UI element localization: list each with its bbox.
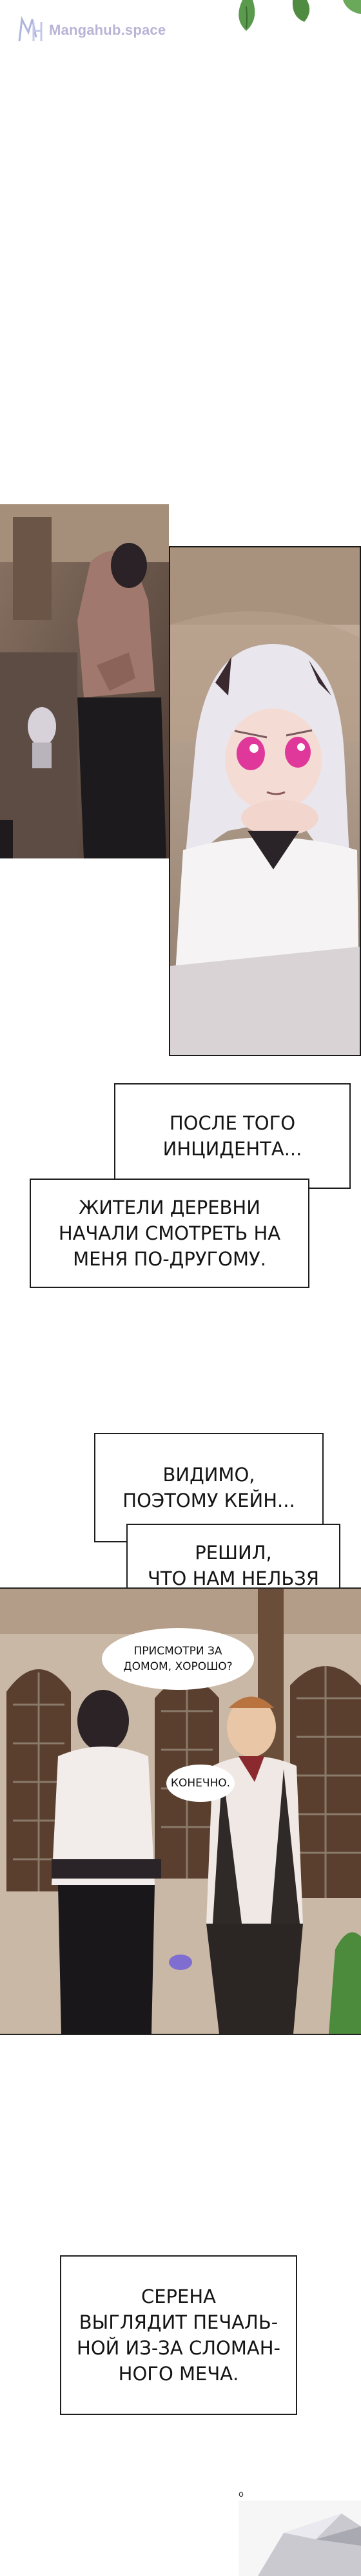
panel-man-tavern-art [0,504,169,858]
panel-broken-sword-art [239,2501,361,2576]
panel-man-tavern [0,504,169,858]
speech-bubble-watch-house: ПРИСМОТРИ ЗА ДОМОМ, ХОРОШО? [102,1628,254,1690]
mangahub-logo-icon [18,15,43,42]
watermark-text: Mangahub.space [49,22,166,38]
leaves-decoration [239,0,361,31]
caption-after-incident: ПОСЛЕ ТОГО ИНЦИДЕНТА... [114,1083,351,1189]
panel-broken-sword [239,2501,361,2576]
sfx-text: o [239,2490,244,2499]
panel-silver-haired-girl-art [170,547,360,1055]
speech-bubble-of-course: КОНЕЧНО. [166,1765,235,1802]
caption-villagers-looked: ЖИТЕЛИ ДЕРЕВНИ НАЧАЛИ СМОТРЕТЬ НА МЕНЯ П… [30,1179,309,1288]
watermark: Mangahub.space [17,15,166,45]
caption-serena-sad: СЕРЕНА ВЫГЛЯДИТ ПЕЧАЛЬ- НОЙ ИЗ-ЗА СЛОМАН… [60,2255,297,2415]
panel-silver-haired-girl [169,546,361,1056]
